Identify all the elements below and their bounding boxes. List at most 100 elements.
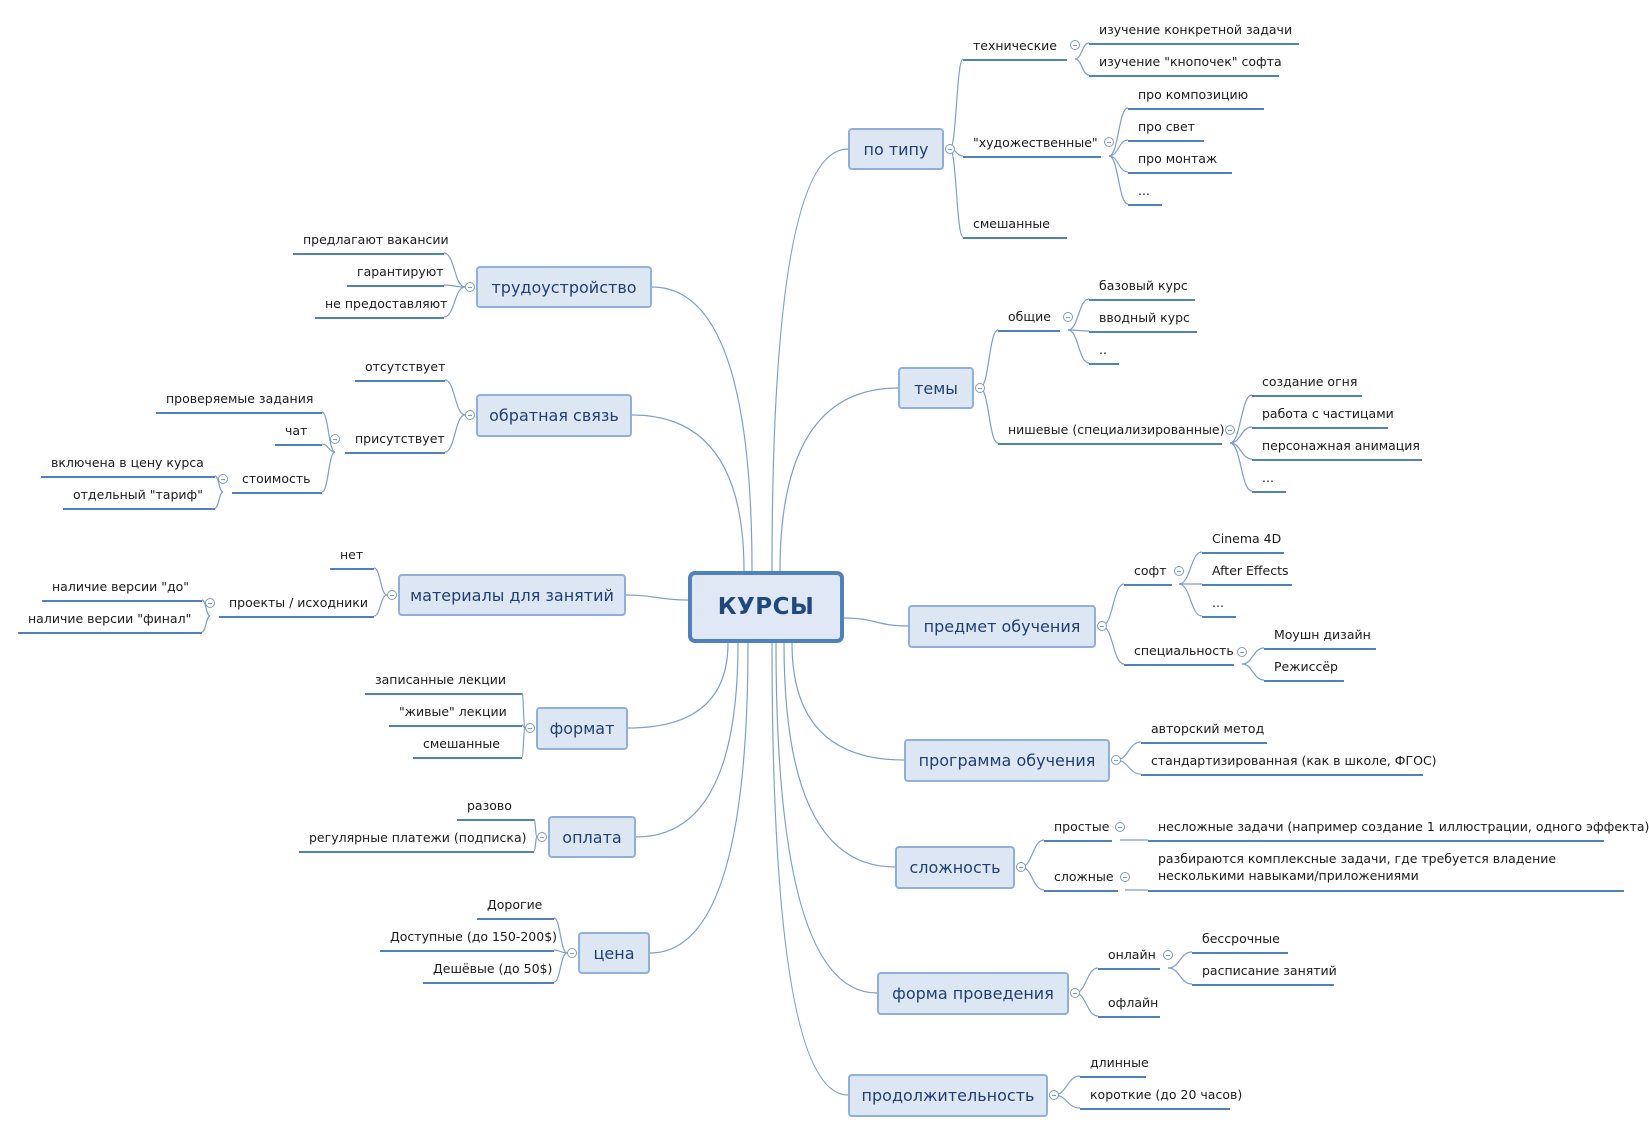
collapse-toggle-icon[interactable] — [567, 948, 577, 958]
topic-forma-provedeniya[interactable]: форма проведения — [877, 972, 1069, 1015]
leaf-present-1[interactable]: проверяемые задания — [166, 391, 314, 406]
subtopic-simple[interactable]: простые — [1054, 819, 1110, 834]
leaf-cost-1[interactable]: включена в цену курса — [51, 455, 204, 470]
subtopic-complex[interactable]: сложные — [1054, 869, 1114, 884]
leaf-format-2[interactable]: "живые" лекции — [399, 704, 507, 719]
leaf-tsena-3[interactable]: Дешёвые (до 50$) — [433, 961, 553, 976]
leaf-online-2[interactable]: расписание занятий — [1202, 963, 1337, 978]
subtopic-niche[interactable]: нишевые (специализированные) — [1008, 422, 1225, 437]
leaf-niche-4[interactable]: ... — [1262, 470, 1274, 485]
collapse-toggle-icon[interactable] — [525, 723, 535, 733]
subtopic-spec[interactable]: специальность — [1134, 643, 1234, 658]
collapse-toggle-icon[interactable] — [1115, 822, 1125, 832]
leaf-oplata-1[interactable]: разово — [467, 798, 512, 813]
collapse-toggle-icon[interactable] — [1063, 312, 1073, 322]
topic-format[interactable]: формат — [536, 707, 628, 750]
leaf-format-3[interactable]: смешанные — [423, 736, 500, 751]
topic-slozhnost[interactable]: сложность — [895, 846, 1015, 889]
leaf-prodolzh-2[interactable]: короткие (до 20 часов) — [1090, 1087, 1243, 1102]
leaf-simple[interactable]: несложные задачи (например создание 1 ил… — [1158, 819, 1649, 834]
subtopic-online[interactable]: онлайн — [1108, 947, 1156, 962]
leaf-art-4[interactable]: ... — [1138, 183, 1150, 198]
leaf-soft-1[interactable]: Cinema 4D — [1212, 531, 1282, 546]
subtopic-soft[interactable]: софт — [1134, 563, 1167, 578]
leaf-tech-2[interactable]: изучение "кнопочек" софта — [1099, 54, 1282, 69]
leaf-niche-3[interactable]: персонажная анимация — [1262, 438, 1420, 453]
leaf-trud-3[interactable]: не предоставляют — [325, 296, 448, 311]
leaf-tsena-2[interactable]: Доступные (до 150-200$) — [390, 929, 558, 944]
leaf-spec-2[interactable]: Режиссёр — [1274, 659, 1338, 674]
leaf-spec-1[interactable]: Моушн дизайн — [1274, 627, 1371, 642]
collapse-toggle-icon[interactable] — [1174, 566, 1184, 576]
leaf-programma-1[interactable]: авторский метод — [1151, 721, 1265, 736]
leaf-oplata-2[interactable]: регулярные платежи (подписка) — [309, 830, 527, 845]
leaf-prodolzh-1[interactable]: длинные — [1090, 1055, 1149, 1070]
leaf-cost-2[interactable]: отдельный "тариф" — [73, 487, 203, 502]
leaf-art-3[interactable]: про монтаж — [1138, 151, 1218, 166]
topic-tsena[interactable]: цена — [578, 932, 650, 974]
underline — [1148, 840, 1604, 842]
central-topic[interactable]: КУРСЫ — [688, 571, 844, 643]
leaf-format-1[interactable]: записанные лекции — [375, 672, 506, 687]
collapse-toggle-icon[interactable] — [1097, 621, 1107, 631]
collapse-toggle-icon[interactable] — [465, 282, 475, 292]
leaf-soft-3[interactable]: ... — [1212, 595, 1224, 610]
leaf-complex[interactable]: разбираются комплексные задачи, где треб… — [1158, 851, 1557, 883]
leaf-niche-2[interactable]: работа с частицами — [1262, 406, 1394, 421]
collapse-toggle-icon[interactable] — [975, 383, 985, 393]
topic-temy[interactable]: темы — [898, 367, 974, 409]
underline — [1202, 584, 1292, 586]
topic-po-tipu[interactable]: по типу — [848, 128, 944, 170]
leaf-niche-1[interactable]: создание огня — [1262, 374, 1358, 389]
leaf-trud-2[interactable]: гарантируют — [357, 264, 444, 279]
collapse-toggle-icon[interactable] — [1120, 872, 1130, 882]
collapse-toggle-icon[interactable] — [1111, 755, 1121, 765]
collapse-toggle-icon[interactable] — [218, 474, 228, 484]
topic-obratnaya-svyaz[interactable]: обратная связь — [476, 394, 632, 437]
subtopic-art[interactable]: "художественные" — [973, 135, 1098, 150]
subtopic-general[interactable]: общие — [1008, 309, 1051, 324]
leaf-tsena-1[interactable]: Дорогие — [487, 897, 543, 912]
topic-predmet-obucheniya[interactable]: предмет обучения — [908, 605, 1096, 648]
leaf-projects-1[interactable]: наличие версии "до" — [52, 579, 189, 594]
topic-materialy-dlya-zanyatiy[interactable]: материалы для занятий — [398, 574, 626, 616]
topic-oplata[interactable]: оплата — [548, 816, 636, 858]
leaf-general-2[interactable]: вводный курс — [1099, 310, 1190, 325]
collapse-toggle-icon[interactable] — [1163, 950, 1173, 960]
subtopic-present[interactable]: присутствует — [355, 431, 445, 446]
topic-trudoustroystvo[interactable]: трудоустройство — [476, 266, 652, 308]
collapse-toggle-icon[interactable] — [1049, 1090, 1059, 1100]
leaf-present-2[interactable]: чат — [285, 423, 308, 438]
leaf-art-2[interactable]: про свет — [1138, 119, 1195, 134]
leaf-soft-2[interactable]: After Effects — [1212, 563, 1289, 578]
subtopic-tech[interactable]: технические — [973, 38, 1057, 53]
leaf-general-1[interactable]: базовый курс — [1099, 278, 1188, 293]
collapse-toggle-icon[interactable] — [1016, 862, 1026, 872]
collapse-toggle-icon[interactable] — [1070, 40, 1080, 50]
collapse-toggle-icon[interactable] — [205, 598, 215, 608]
collapse-toggle-icon[interactable] — [465, 410, 475, 420]
leaf-general-3[interactable]: .. — [1099, 342, 1107, 357]
leaf-tech-1[interactable]: изучение конкретной задачи — [1099, 22, 1293, 37]
leaf-online-1[interactable]: бессрочные — [1202, 931, 1280, 946]
leaf-art-1[interactable]: про композицию — [1138, 87, 1249, 102]
collapse-toggle-icon[interactable] — [537, 832, 547, 842]
collapse-toggle-icon[interactable] — [1225, 425, 1235, 435]
subtopic-mixed[interactable]: смешанные — [973, 216, 1050, 231]
collapse-toggle-icon[interactable] — [387, 590, 397, 600]
collapse-toggle-icon[interactable] — [1237, 647, 1247, 657]
leaf-projects-2[interactable]: наличие версии "финал" — [28, 611, 192, 626]
topic-prodolzhitelnost[interactable]: продолжительность — [848, 1074, 1048, 1117]
topic-programma-obucheniya[interactable]: программа обучения — [904, 739, 1110, 782]
subtopic-absent[interactable]: отсутствует — [365, 359, 446, 374]
collapse-toggle-icon[interactable] — [1104, 137, 1114, 147]
leaf-trud-1[interactable]: предлагают вакансии — [303, 232, 449, 247]
collapse-toggle-icon[interactable] — [330, 434, 340, 444]
subtopic-offline[interactable]: офлайн — [1108, 995, 1159, 1010]
leaf-programma-2[interactable]: стандартизированная (как в школе, ФГОС) — [1151, 753, 1437, 768]
subtopic-projects[interactable]: проекты / исходники — [229, 595, 368, 610]
subtopic-no[interactable]: нет — [340, 547, 364, 562]
collapse-toggle-icon[interactable] — [945, 144, 955, 154]
subtopic-cost[interactable]: стоимость — [242, 471, 311, 486]
collapse-toggle-icon[interactable] — [1070, 988, 1080, 998]
